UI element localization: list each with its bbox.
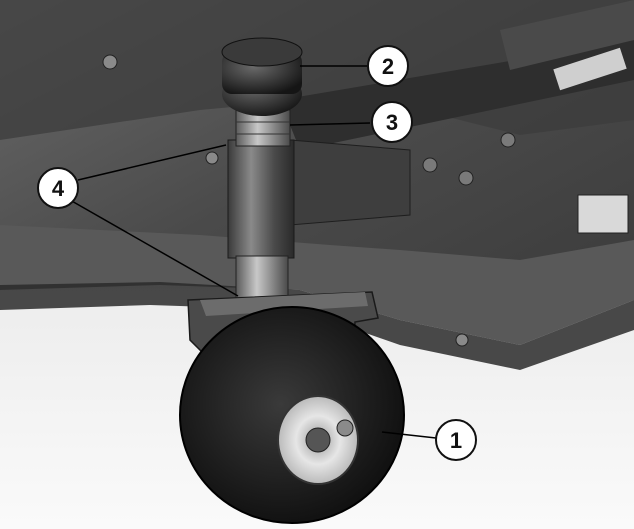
callout-1-label: 1 — [450, 428, 462, 453]
warning-decal — [577, 194, 629, 234]
callout-3-label: 3 — [386, 110, 398, 135]
callout-3: 3 — [371, 101, 413, 143]
mounting-bracket — [289, 139, 411, 226]
axle-bolt-icon — [336, 419, 354, 437]
caster-shaft — [235, 255, 289, 299]
bolt-icon — [458, 170, 474, 186]
frame-arm — [500, 0, 634, 70]
leader-line-3 — [289, 122, 371, 126]
deck-skirt — [0, 225, 634, 345]
callout-2-label: 2 — [382, 54, 394, 79]
bolt-icon — [205, 151, 219, 165]
leader-line-4a — [77, 144, 227, 181]
spacers — [235, 109, 291, 147]
callout-2: 2 — [367, 45, 409, 87]
bolt-icon — [102, 54, 118, 70]
tire-outline — [179, 306, 405, 524]
bolt-icon — [500, 132, 516, 148]
deck-skirt-shadow — [0, 282, 634, 370]
callout-1: 1 — [435, 419, 477, 461]
wheel-hub — [305, 427, 331, 453]
label-decal — [553, 47, 627, 91]
dust-cap-top — [221, 37, 303, 67]
callout-4: 4 — [37, 167, 79, 209]
leader-line-1 — [381, 431, 437, 439]
yoke-top — [200, 292, 368, 316]
caster-tube — [227, 139, 295, 259]
leader-line-4b — [69, 199, 239, 297]
bolt-icon — [455, 333, 469, 347]
bolt-icon — [422, 157, 438, 173]
callout-4-label: 4 — [52, 176, 65, 201]
